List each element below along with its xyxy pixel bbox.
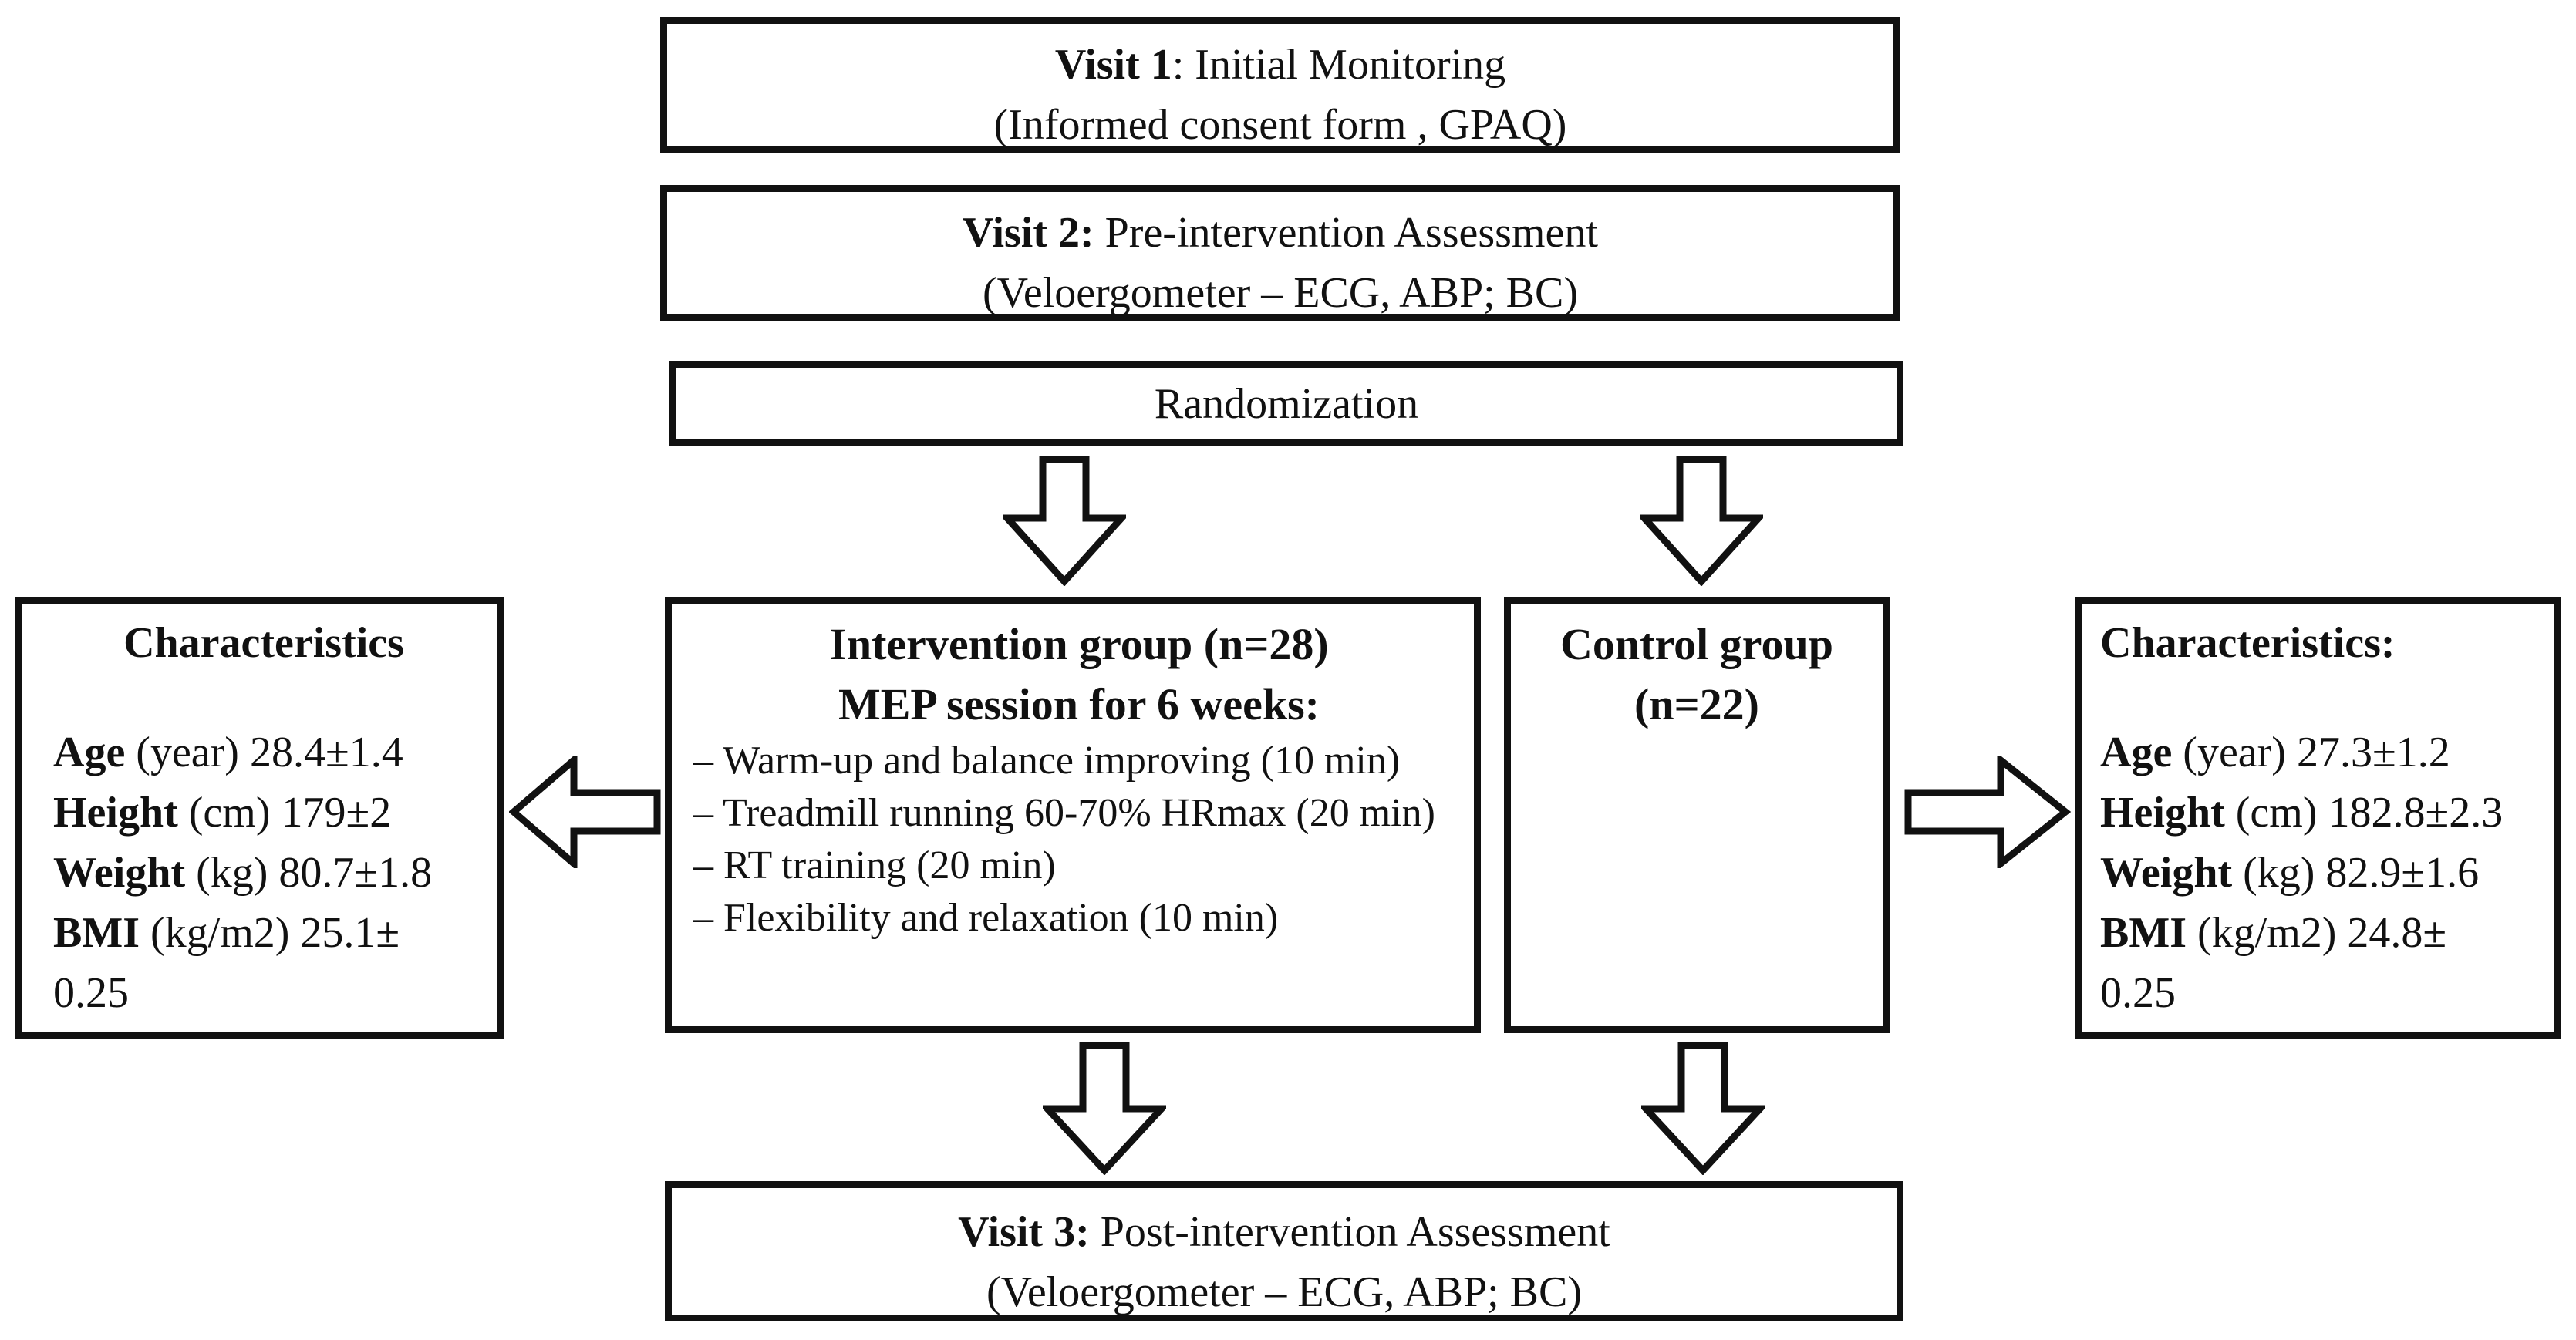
visit1-title: Visit 1: Initial Monitoring — [667, 35, 1893, 95]
left-arrow-icon — [509, 756, 661, 868]
characteristics-right-title: Characteristics: — [2100, 619, 2396, 667]
visit3-title: Visit 3: Post-intervention Assessment — [672, 1202, 1897, 1262]
control-group-count: (n=22) — [1634, 679, 1759, 729]
characteristics-right-row: Weight (kg) 82.9±1.6 — [2100, 843, 2538, 903]
intervention-item: – Treadmill running 60-70% HRmax (20 min… — [693, 791, 1435, 835]
intervention-group-box: Intervention group (n=28) MEP session fo… — [665, 597, 1481, 1033]
weight-value: (kg) 82.9±1.6 — [2232, 849, 2480, 897]
age-value: (year) 27.3±1.2 — [2172, 729, 2450, 776]
down-arrow-icon — [1003, 456, 1126, 586]
bmi-label: BMI — [53, 909, 140, 957]
height-value: (cm) 182.8±2.3 — [2224, 789, 2504, 837]
control-group-title: Control group — [1560, 619, 1833, 669]
visit3-label: Visit 3: — [958, 1208, 1090, 1256]
control-group-box: Control group (n=22) — [1504, 597, 1890, 1033]
weight-value: (kg) 80.7±1.8 — [185, 849, 433, 897]
intervention-item: – Warm-up and balance improving (10 min) — [693, 739, 1401, 783]
characteristics-right-row: Age (year) 27.3±1.2 — [2100, 722, 2538, 783]
bmi-label: BMI — [2100, 909, 2187, 957]
age-label: Age — [2100, 729, 2173, 776]
visit3-details: (Veloergometer – ECG, ABP; BC) — [986, 1268, 1583, 1316]
height-value: (cm) 179±2 — [177, 789, 392, 837]
characteristics-right-row: BMI (kg/m2) 24.8± — [2100, 903, 2538, 963]
visit3-desc: Post-intervention Assessment — [1089, 1208, 1610, 1256]
right-arrow-icon — [1904, 756, 2072, 868]
visit3-box: Visit 3: Post-intervention Assessment (V… — [665, 1181, 1903, 1321]
visit1-desc: : Initial Monitoring — [1172, 41, 1506, 89]
height-label: Height — [53, 789, 178, 837]
characteristics-left-title: Characteristics — [123, 619, 404, 667]
weight-label: Weight — [2100, 849, 2233, 897]
characteristics-left-row: BMI (kg/m2) 25.1± — [53, 903, 474, 963]
visit1-details: (Informed consent form , GPAQ) — [993, 101, 1567, 149]
age-value: (year) 28.4±1.4 — [125, 729, 403, 776]
visit2-desc: Pre-intervention Assessment — [1094, 209, 1598, 257]
visit2-details: (Veloergometer – ECG, ABP; BC) — [982, 269, 1579, 317]
bmi-continuation: 0.25 — [53, 969, 129, 1017]
height-label: Height — [2100, 789, 2225, 837]
bmi-value: (kg/m2) 24.8± — [2187, 909, 2447, 957]
age-label: Age — [53, 729, 126, 776]
randomization-label: Randomization — [1154, 380, 1419, 428]
visit2-title: Visit 2: Pre-intervention Assessment — [667, 203, 1893, 263]
visit1-label: Visit 1 — [1054, 41, 1172, 89]
visit2-box: Visit 2: Pre-intervention Assessment (Ve… — [660, 185, 1900, 321]
intervention-item: – Flexibility and relaxation (10 min) — [693, 896, 1279, 940]
characteristics-right-row: Height (cm) 182.8±2.3 — [2100, 783, 2538, 843]
down-arrow-icon — [1043, 1042, 1166, 1175]
visit2-label: Visit 2: — [963, 209, 1094, 257]
weight-label: Weight — [53, 849, 186, 897]
down-arrow-icon — [1641, 1042, 1765, 1175]
characteristics-left-box: Characteristics Age (year) 28.4±1.4 Heig… — [15, 597, 504, 1039]
intervention-session-title: MEP session for 6 weeks: — [838, 679, 1320, 729]
visit1-box: Visit 1: Initial Monitoring (Informed co… — [660, 17, 1900, 153]
bmi-value: (kg/m2) 25.1± — [140, 909, 400, 957]
randomization-box: Randomization — [669, 361, 1903, 446]
characteristics-right-box: Characteristics: Age (year) 27.3±1.2 Hei… — [2075, 597, 2561, 1039]
bmi-continuation: 0.25 — [2100, 969, 2176, 1017]
intervention-item: – RT training (20 min) — [693, 843, 1056, 887]
characteristics-left-row: Age (year) 28.4±1.4 — [53, 722, 474, 783]
down-arrow-icon — [1640, 456, 1763, 586]
characteristics-left-row: Weight (kg) 80.7±1.8 — [53, 843, 474, 903]
characteristics-left-row: Height (cm) 179±2 — [53, 783, 474, 843]
intervention-group-title: Intervention group (n=28) — [829, 619, 1329, 669]
